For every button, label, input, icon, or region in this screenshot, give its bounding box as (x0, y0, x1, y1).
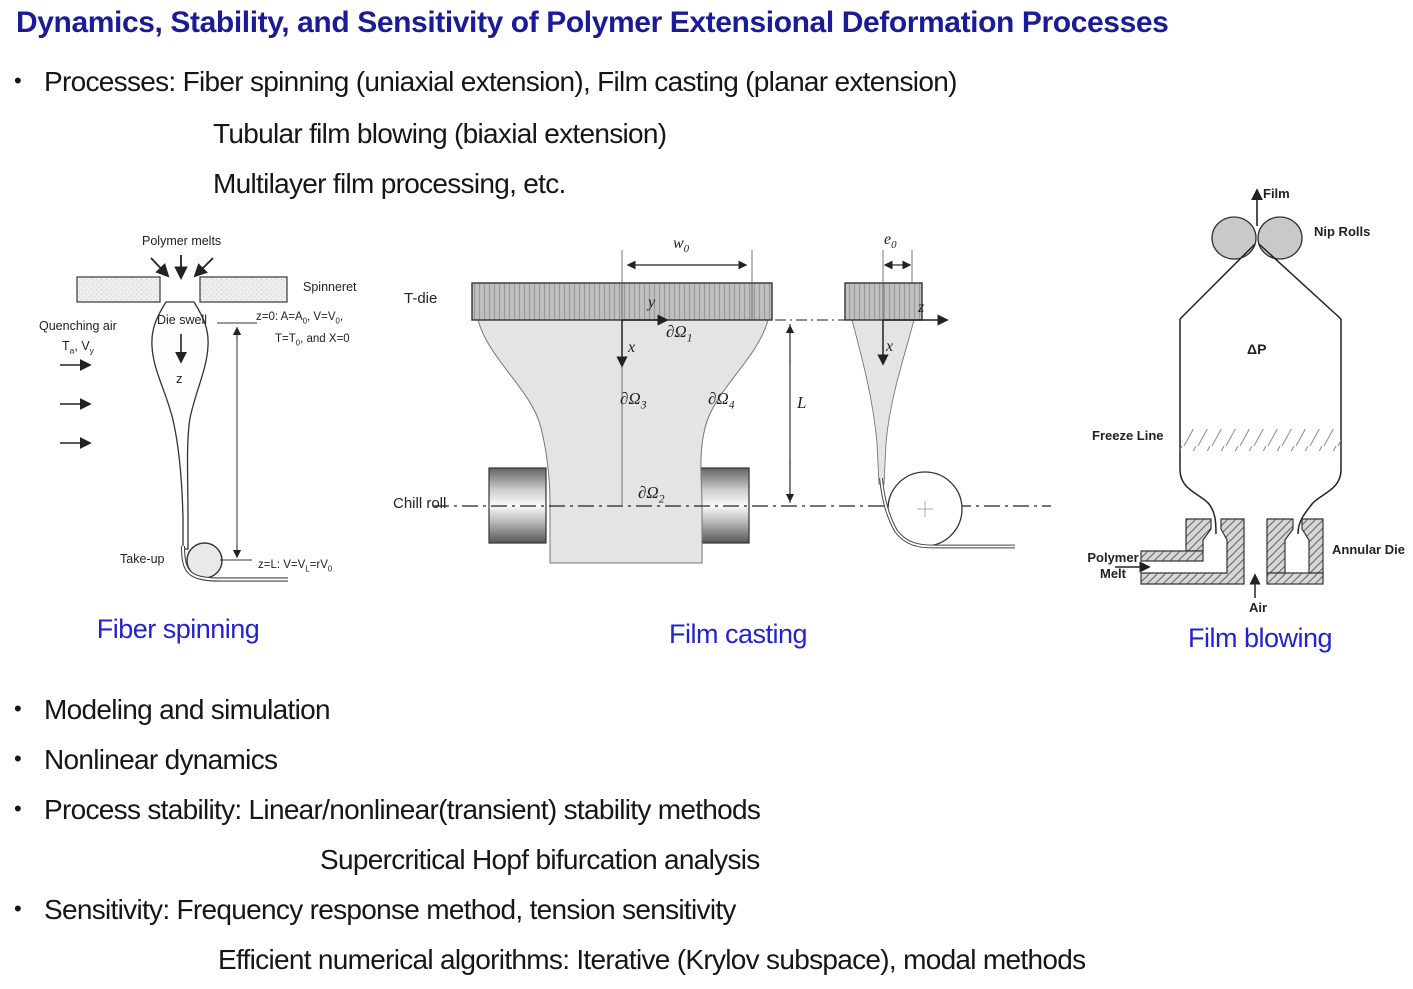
caption-fiber-spinning: Fiber spinning (96, 614, 260, 644)
bullet-process-stability: • Process stability: Linear/nonlinear(tra… (14, 794, 761, 826)
label-freeze-line: Freeze Line (1092, 428, 1164, 443)
label-take-up: Take-up (120, 552, 165, 566)
spinneret-right-block (199, 276, 288, 303)
filament-profile (151, 301, 209, 550)
processes-line1: Processes: Fiber spinning (uniaxial exte… (44, 66, 957, 97)
label-L-dim: L (797, 393, 807, 412)
label-delta-p: ΔP (1247, 341, 1267, 357)
processes-line3: Multilayer film processing, etc. (213, 168, 566, 199)
label-e0: e0 (884, 231, 897, 252)
bottom-item-text: Process stability: Linear/nonlinear(tran… (44, 794, 761, 825)
polymer-feed-arrows (150, 255, 214, 281)
bullet-nonlinear: • Nonlinear dynamics (14, 744, 278, 776)
label-omega1: ∂Ω1 (666, 322, 693, 345)
caption-film-casting: Film casting (668, 619, 808, 649)
label-spinneret: Spinneret (303, 280, 357, 294)
bullet-icon: • (14, 746, 22, 771)
label-x-axis: x (628, 339, 636, 356)
bullet-modeling: • Modeling and simulation (14, 694, 331, 726)
film-web-side (851, 319, 915, 485)
label-nip-rolls: Nip Rolls (1314, 224, 1371, 239)
nip-rolls (1211, 216, 1303, 260)
bullet-icon: • (14, 896, 22, 921)
label-polymer-melt-line2: Melt (1100, 566, 1126, 581)
bullet-sensitivity: • Sensitivity: Frequency response method,… (14, 894, 736, 926)
label-quenching-air: Quenching air (39, 319, 117, 333)
bullet-processes: • Processes: Fiber spinning (uniaxial ext… (14, 66, 957, 98)
side-die-block (844, 282, 923, 321)
label-polymer-melt: Polymer Melt (1080, 550, 1146, 582)
side-ribbon (879, 477, 1015, 549)
label-chill-roll: Chill roll (393, 495, 447, 512)
bullet-algorithms-continuation: Efficient numerical algorithms: Iterativ… (218, 944, 1086, 975)
page-title: Dynamics, Stability, and Sensitivity of … (16, 6, 1169, 39)
label-annular-die: Annular Die (1332, 542, 1405, 557)
label-film: Film (1263, 186, 1290, 201)
take-up-ribbon (180, 545, 288, 582)
bullet-icon: • (14, 696, 22, 721)
label-air: Air (1249, 600, 1268, 615)
film-casting-diagram (433, 250, 1051, 564)
label-t-die: T-die (404, 290, 438, 307)
z-dimension-line (217, 322, 257, 561)
quenching-air-arrows (60, 359, 92, 449)
roll-center-cross (917, 501, 933, 517)
label-x-axis-side: x (886, 338, 894, 355)
label-w0: w0 (673, 235, 690, 256)
bubble-outline (1179, 243, 1342, 535)
label-polymer-melts: Polymer melts (142, 234, 222, 248)
label-ta-vy: Ta, Vy (62, 339, 94, 356)
bottom-item-text: Nonlinear dynamics (44, 744, 278, 775)
fiber-spinning-diagram (60, 255, 288, 582)
bottom-item-text: Sensitivity: Frequency response method, … (44, 894, 736, 925)
caption-film-blowing: Film blowing (1187, 623, 1333, 653)
label-omega2: ∂Ω2 (638, 483, 665, 506)
label-zL-condition: z=L: V=VL=rV0 (258, 559, 333, 574)
film-web-front (477, 319, 769, 564)
label-z-axis: z (176, 371, 183, 386)
bullet-icon: • (14, 796, 22, 821)
label-z0-condition-2: T=T0, and X=0 (275, 333, 350, 348)
label-die-swell: Die swell (157, 313, 208, 327)
processes-line2: Tubular film blowing (biaxial extension) (213, 118, 667, 149)
label-z-axis-side: z (918, 299, 925, 316)
label-polymer-melt-line1: Polymer (1087, 550, 1139, 565)
spinneret-left-block (76, 276, 161, 303)
label-y-axis: y (648, 294, 656, 311)
bottom-item-text: Modeling and simulation (44, 694, 331, 725)
annular-die-shapes (1140, 518, 1324, 585)
bullet-icon: • (14, 68, 22, 93)
freeze-line-band (1180, 429, 1341, 451)
film-blowing-diagram (1115, 188, 1342, 598)
label-omega3: ∂Ω3 (620, 389, 647, 412)
label-omega4: ∂Ω4 (708, 389, 735, 412)
label-z0-condition-1: z=0: A=A0, V=V0, (256, 311, 344, 326)
bullet-hopf-continuation: Supercritical Hopf bifurcation analysis (320, 844, 760, 875)
